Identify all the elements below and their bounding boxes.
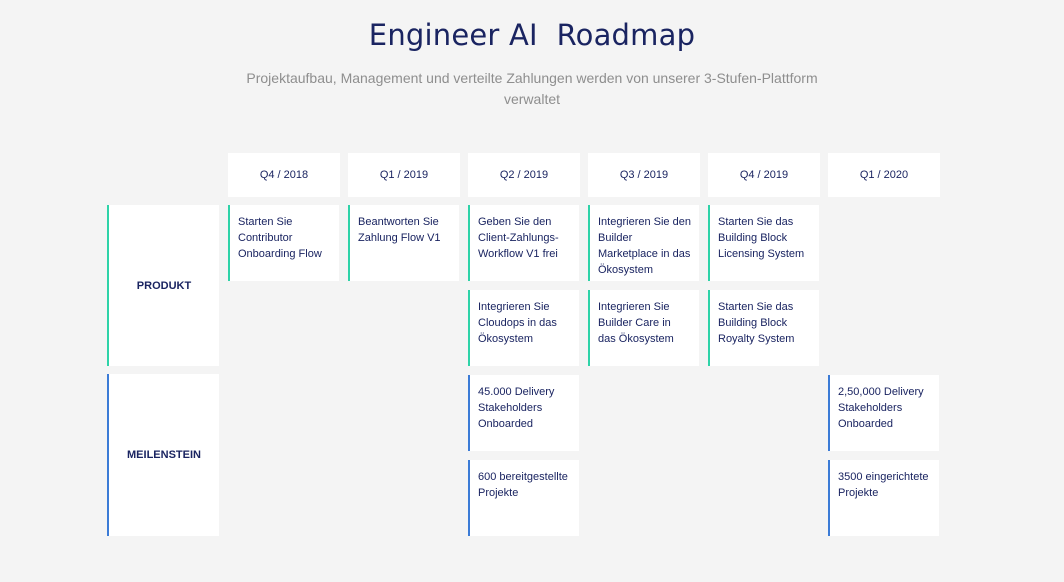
page-title: Engineer AI Roadmap [368,18,696,52]
produkt-card-q4-2018: Starten Sie Contributor Onboarding Flow [228,205,339,281]
row-label-meilenstein: MEILENSTEIN [107,374,219,536]
produkt-card-q3-2019-a: Integrieren Sie den Builder Marketplace … [588,205,699,281]
produkt-card-q1-2019: Beantworten Sie Zahlung Flow V1 [348,205,459,281]
column-header-q1-2020: Q1 / 2020 [828,153,940,197]
column-header-q1-2019: Q1 / 2019 [348,153,460,197]
meilenstein-card-q2-2019-b: 600 bereitgestellte Projekte [468,460,579,536]
column-header-q2-2019: Q2 / 2019 [468,153,580,197]
row-label-produkt: PRODUKT [107,205,219,366]
page-subtitle: Projektaufbau, Management und verteilte … [246,70,818,107]
produkt-card-q3-2019-b: Integrieren Sie Builder Care in das Ökos… [588,290,699,366]
column-header-q4-2018: Q4 / 2018 [228,153,340,197]
meilenstein-card-q1-2020-a: 2,50,000 Delivery Stakeholders Onboarded [828,375,939,451]
meilenstein-card-q2-2019-a: 45.000 Delivery Stakeholders Onboarded [468,375,579,451]
column-header-q3-2019: Q3 / 2019 [588,153,700,197]
column-header-q4-2019: Q4 / 2019 [708,153,820,197]
produkt-card-q2-2019-a: Geben Sie den Client-Zahlungs-Workflow V… [468,205,579,281]
produkt-card-q4-2019-b: Starten Sie das Building Block Royalty S… [708,290,819,366]
produkt-card-q4-2019-a: Starten Sie das Building Block Licensing… [708,205,819,281]
meilenstein-card-q1-2020-b: 3500 eingerichtete Projekte [828,460,939,536]
produkt-card-q2-2019-b: Integrieren Sie Cloudops in das Ökosyste… [468,290,579,366]
